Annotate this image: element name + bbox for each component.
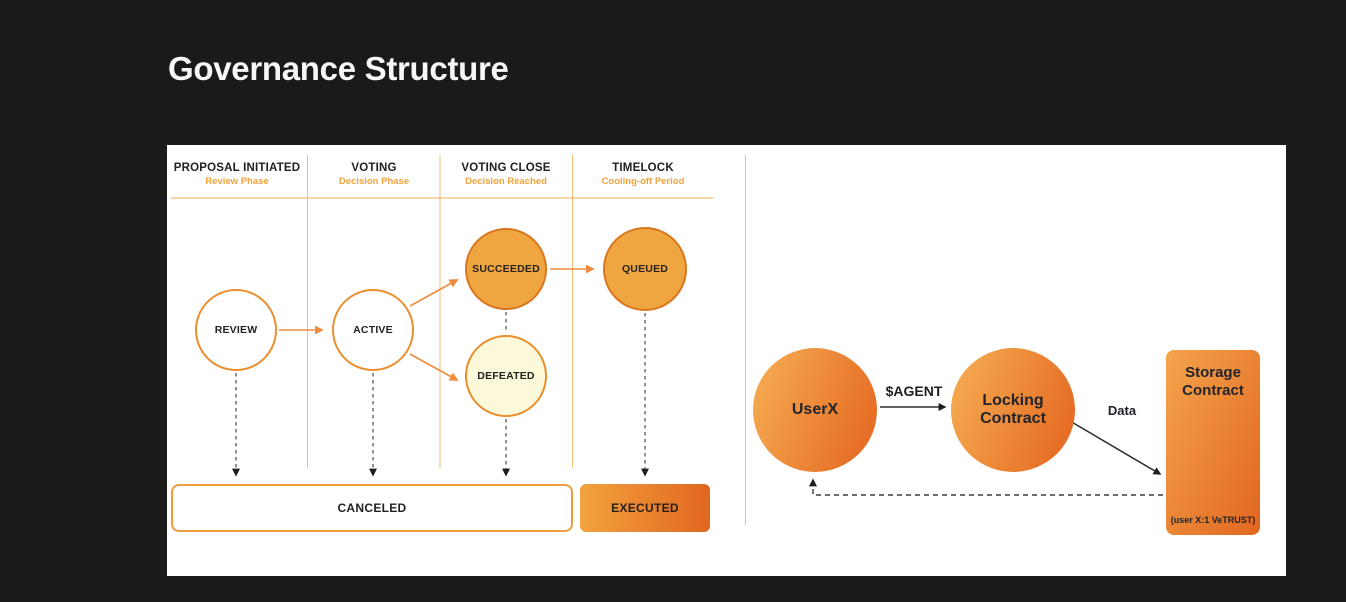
data-flow-label: Data (1107, 403, 1137, 418)
phase-title: TIMELOCK (612, 162, 674, 174)
state-node-defeated: DEFEATED (465, 335, 547, 417)
phase-subtitle: Cooling-off Period (601, 176, 685, 187)
phase-title: PROPOSAL INITIATED (173, 162, 301, 174)
phase-header-timelock: TIMELOCK Cooling-off Period (573, 162, 713, 187)
storage-contract-note: (user X:1 VeTRUST) (1170, 515, 1256, 525)
state-label: CANCELED (337, 501, 407, 515)
state-box-executed: EXECUTED (580, 484, 710, 532)
state-label: DEFEATED (477, 370, 535, 382)
state-node-active: ACTIVE (332, 289, 414, 371)
state-label: REVIEW (214, 324, 258, 336)
dashed-storage-to-userx (809, 478, 1163, 496)
arrow-active-to-defeated (409, 353, 459, 381)
state-node-succeeded: SUCCEEDED (465, 228, 547, 310)
state-label: QUEUED (621, 263, 669, 275)
arrow-locking-to-storage (1069, 420, 1162, 475)
userx-node: UserX (753, 348, 877, 472)
state-box-canceled: CANCELED (171, 484, 573, 532)
storage-contract-label: Storage Contract (1182, 364, 1244, 399)
userx-label: UserX (791, 400, 839, 418)
arrow-active-to-succeeded (409, 279, 459, 307)
state-node-review: REVIEW (195, 289, 277, 371)
diagram-panel: PROPOSAL INITIATED Review Phase VOTING D… (167, 145, 1286, 576)
state-label: EXECUTED (611, 501, 679, 515)
state-label: SUCCEEDED (472, 263, 540, 275)
locking-contract-label: Locking Contract (980, 391, 1046, 427)
phase-title: VOTING CLOSE (461, 162, 551, 174)
state-node-queued: QUEUED (603, 227, 687, 311)
agent-flow-label: $AGENT (885, 383, 943, 399)
connector-layer (171, 155, 1163, 525)
state-label: ACTIVE (353, 324, 393, 336)
storage-contract-node: Storage Contract (user X:1 VeTRUST) (1166, 350, 1260, 535)
phase-subtitle: Decision Reached (465, 176, 547, 187)
phase-header-voting-close: VOTING CLOSE Decision Reached (440, 162, 572, 187)
locking-contract-node: Locking Contract (951, 348, 1075, 472)
phase-subtitle: Decision Phase (338, 176, 410, 187)
page-title: Governance Structure (168, 50, 509, 87)
phase-subtitle: Review Phase (205, 176, 269, 187)
phase-header-proposal-initiated: PROPOSAL INITIATED Review Phase (167, 162, 307, 187)
phase-header-voting: VOTING Decision Phase (308, 162, 440, 187)
phase-title: VOTING (351, 162, 397, 174)
